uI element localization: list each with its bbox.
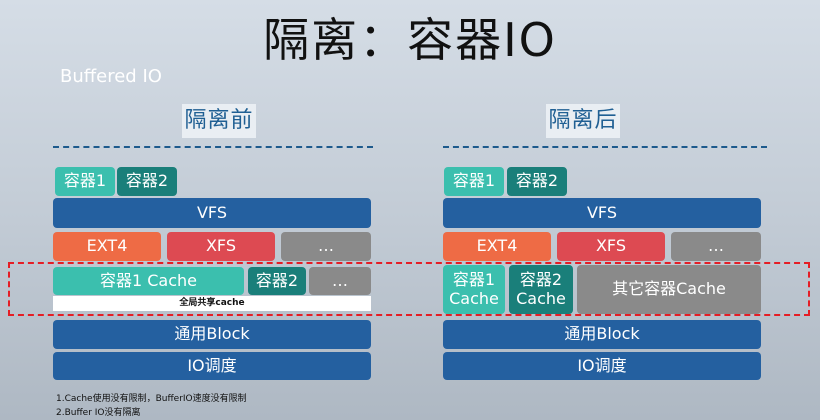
- cache-layer-highlight: [8, 262, 810, 316]
- left-block: 通用Block: [53, 320, 371, 349]
- left-container2: 容器2: [117, 167, 177, 196]
- right-cache-container2: 容器2 Cache: [509, 265, 573, 314]
- right-vfs: VFS: [443, 198, 761, 228]
- right-heading: 隔离后: [546, 104, 620, 138]
- right-xfs: XFS: [557, 232, 665, 261]
- subtitle: Buffered IO: [60, 66, 162, 87]
- right-cache2-line1: 容器2: [519, 270, 563, 290]
- left-cache-more: …: [309, 267, 371, 295]
- right-container1: 容器1: [444, 167, 504, 196]
- right-cache1-line2: Cache: [449, 288, 499, 308]
- left-divider: [53, 146, 373, 148]
- left-xfs: XFS: [167, 232, 275, 261]
- right-io-sched: IO调度: [443, 352, 761, 380]
- left-cache-container1: 容器1 Cache: [53, 267, 244, 295]
- right-cache-container1: 容器1 Cache: [443, 265, 505, 314]
- slide-title: 隔离：容器IO: [263, 13, 557, 67]
- left-more-fs: …: [281, 232, 371, 261]
- right-container2: 容器2: [507, 167, 567, 196]
- right-divider: [443, 146, 767, 148]
- note-1: 1.Cache使用没有限制，BufferIO速度没有限制: [56, 394, 247, 404]
- left-vfs: VFS: [53, 198, 371, 228]
- left-container1: 容器1: [55, 167, 115, 196]
- right-cache1-line1: 容器1: [452, 270, 496, 290]
- left-io-sched: IO调度: [53, 352, 371, 380]
- right-other-cache: 其它容器Cache: [577, 265, 761, 314]
- right-cache2-line2: Cache: [516, 288, 566, 308]
- note-2: 2.Buffer IO没有隔离: [56, 408, 141, 418]
- right-more-fs: …: [671, 232, 761, 261]
- left-heading: 隔离前: [182, 104, 256, 138]
- left-shared-cache-bar: 全局共享cache: [53, 296, 371, 311]
- right-ext4: EXT4: [443, 232, 551, 261]
- left-ext4: EXT4: [53, 232, 161, 261]
- right-block: 通用Block: [443, 320, 761, 349]
- left-cache-container2: 容器2: [248, 267, 306, 295]
